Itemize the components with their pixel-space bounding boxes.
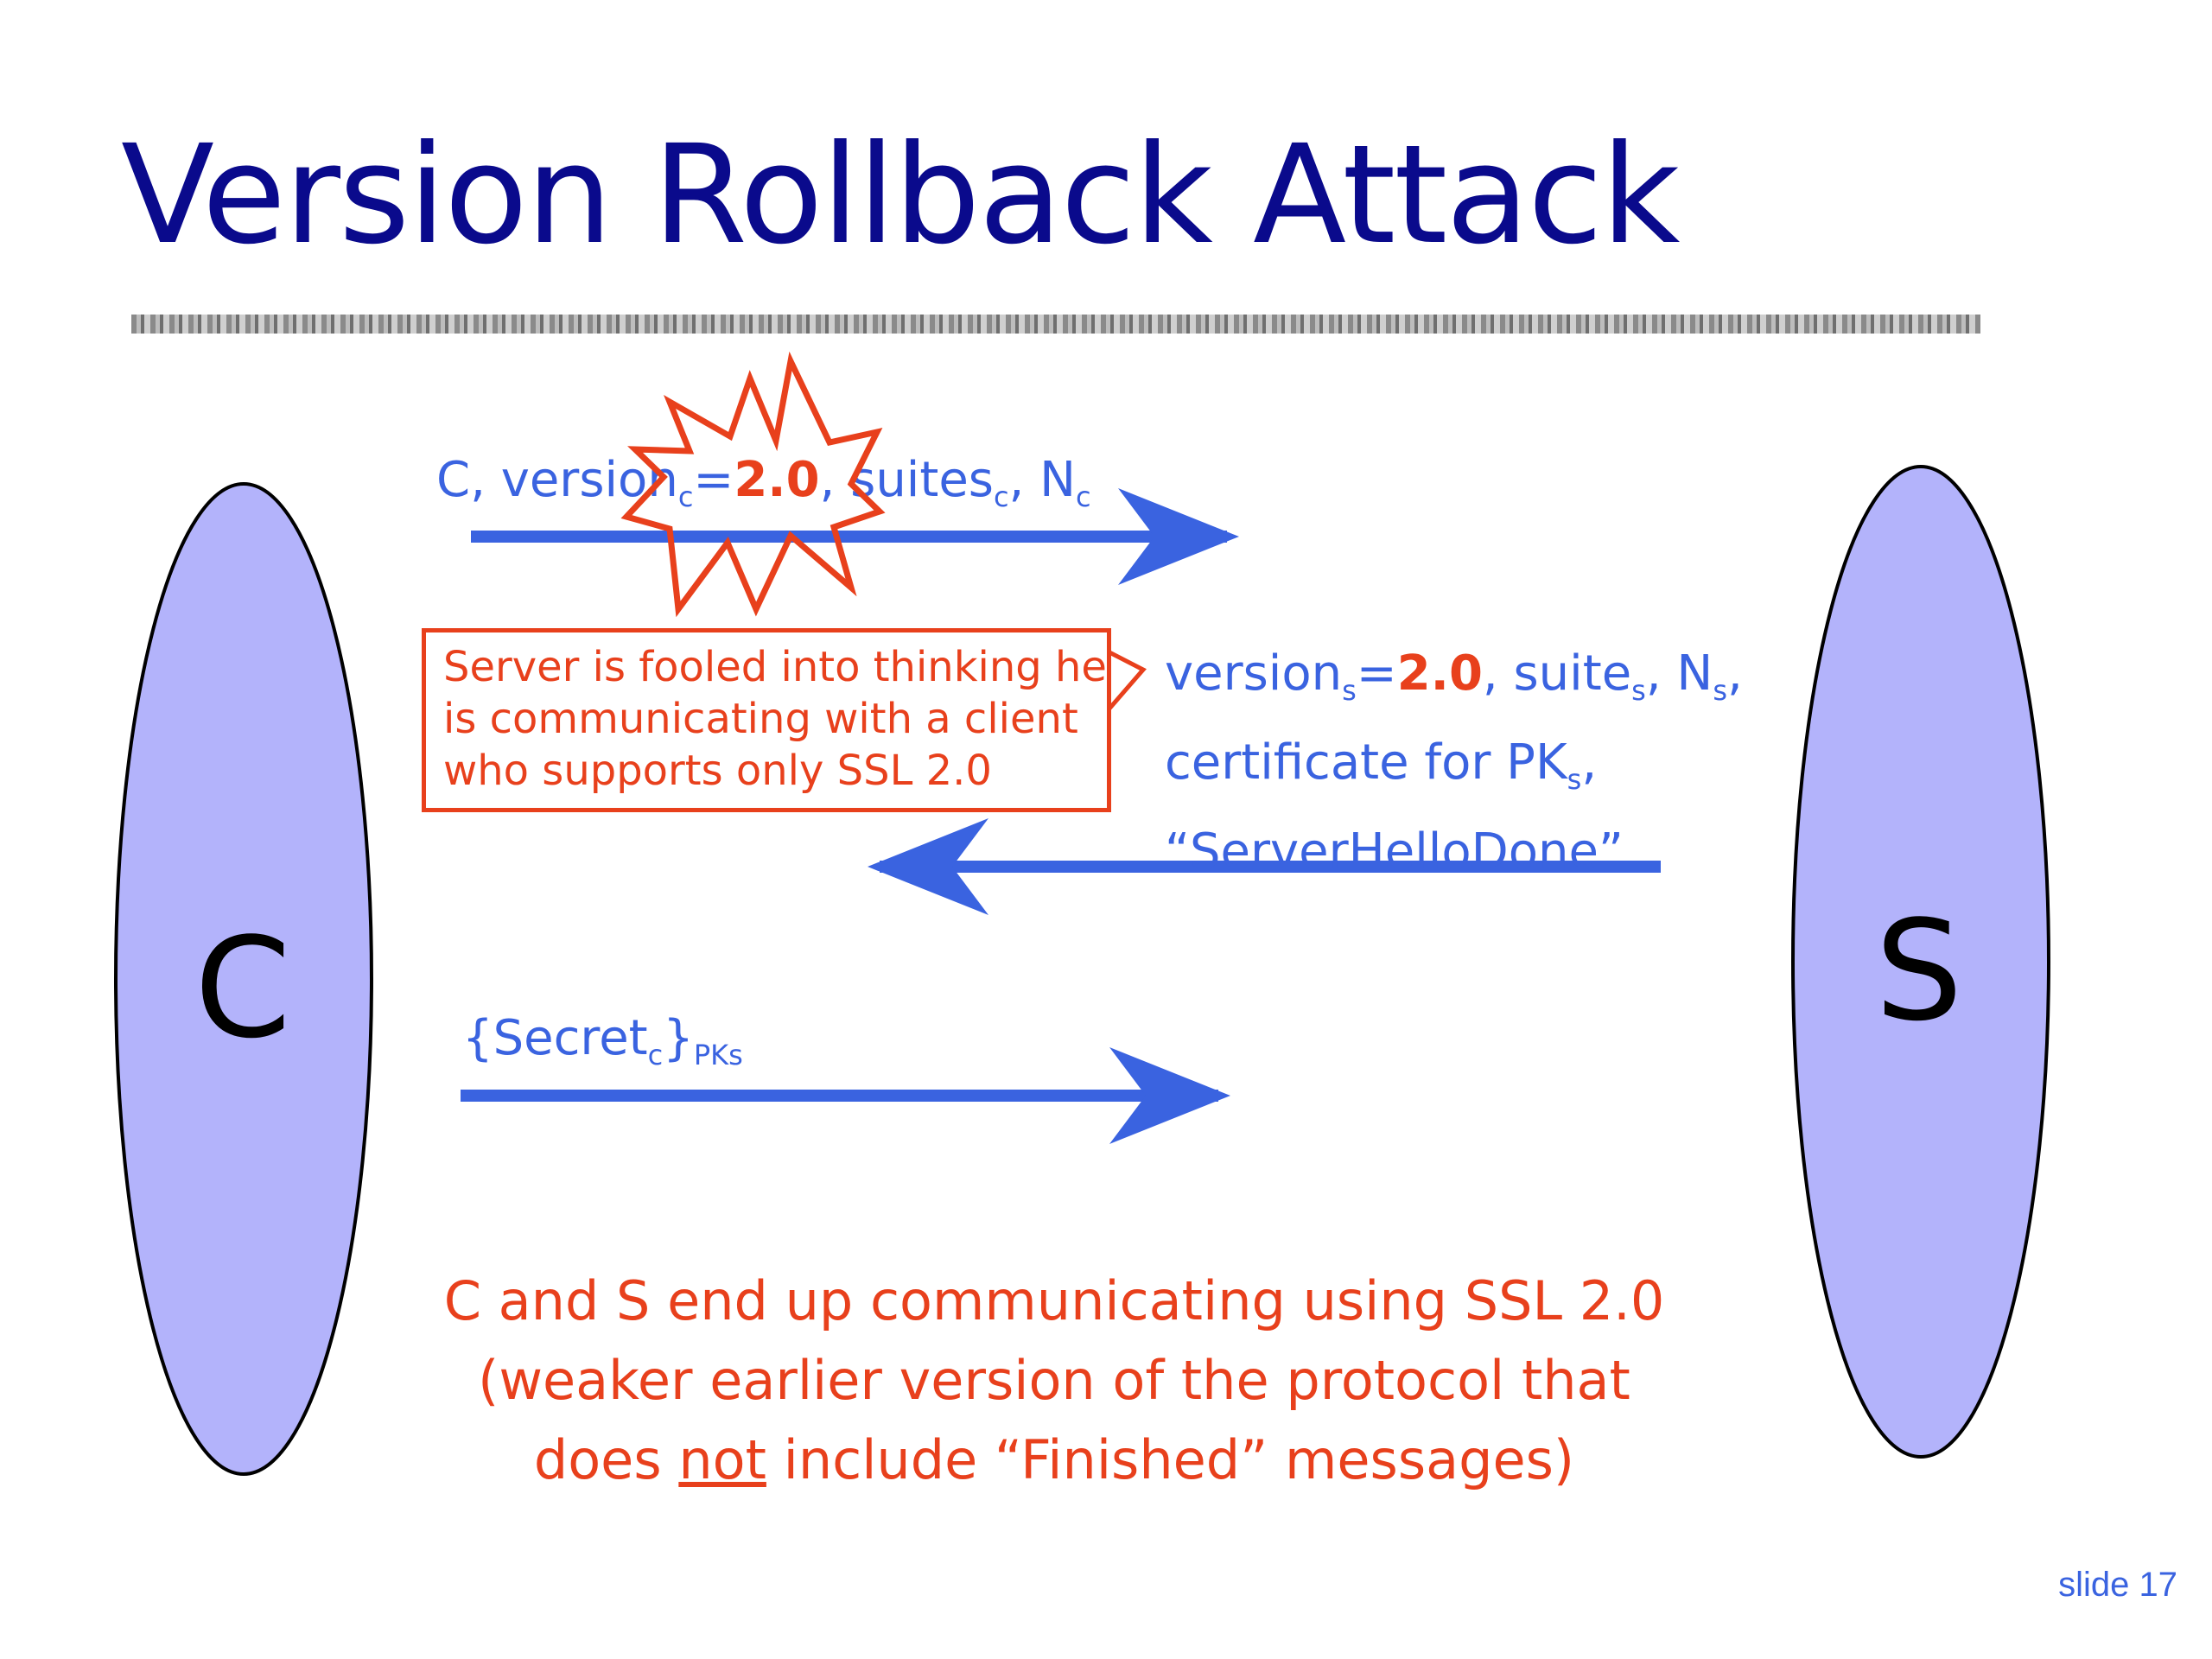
message1-eq: = (693, 452, 734, 508)
message2-line2-end: , (1581, 734, 1598, 791)
message3-close: } (663, 1010, 694, 1066)
message2-version-value: 2.0 (1396, 645, 1483, 702)
message2-label: versions=2.0, suites, Ns, certificate fo… (1165, 638, 1743, 888)
message2-line1-end: , (1727, 645, 1743, 702)
conclusion-not-emphasis: not (678, 1428, 766, 1491)
message1-prefix-sub: c (677, 480, 694, 513)
message1-version-value: 2.0 (734, 452, 820, 508)
message1-label: C, versionc=2.0, suitesc, Nc (436, 451, 1091, 513)
client-ellipse (114, 482, 373, 1476)
conclusion-line-3: does not include “Finished” messages) (397, 1421, 1711, 1500)
conclusion-line-3-post: include “Finished” messages) (766, 1428, 1575, 1491)
message1-suites: suites (850, 452, 994, 508)
conclusion-line-3-pre: does (533, 1428, 679, 1491)
message3-secret-sub: c (647, 1039, 664, 1071)
conclusion-text: C and S end up communicating using SSL 2… (397, 1262, 1711, 1500)
message2-certificate: certificate for PK (1165, 734, 1567, 791)
client-label: C (194, 907, 291, 1069)
message2-eq: = (1356, 645, 1397, 702)
callout-text: Server is fooled into thinking he is com… (443, 641, 1107, 797)
message2-nonce-sub: s (1713, 674, 1727, 707)
message2-line2: certificate for PKs, (1165, 727, 1743, 816)
conclusion-line-1: C and S end up communicating using SSL 2… (443, 1269, 1665, 1332)
callout-line-2: is communicating with a client (443, 695, 1078, 743)
callout-pointer (1108, 650, 1147, 710)
callout-box (422, 628, 1111, 812)
message2-suite: , suite (1482, 645, 1632, 702)
slide-number: slide 17 (2058, 1566, 2177, 1604)
conclusion-line-2: (weaker earlier version of the protocol … (478, 1349, 1630, 1412)
message2-line3: “ServerHelloDone” (1165, 823, 1624, 880)
explosion-starburst-icon (620, 351, 886, 618)
message2-version-sub: s (1342, 674, 1357, 707)
server-label: S (1875, 890, 1963, 1052)
message3-open: {Secret (462, 1010, 648, 1066)
message2-line1: versions=2.0, suites, Ns, (1165, 638, 1743, 727)
slide-title: Version Rollback Attack (121, 116, 1680, 275)
message1-suites-sub: c (993, 480, 1009, 513)
message1-nonce-sub: c (1076, 480, 1091, 513)
message1-nonce: , N (1008, 452, 1077, 508)
server-ellipse (1791, 465, 2050, 1459)
message2-version: version (1165, 645, 1343, 702)
message2-nonce: , N (1645, 645, 1713, 702)
message3-label: {Secretc}PKs (462, 1009, 743, 1071)
title-divider (131, 315, 1980, 334)
message3-key-sub: PKs (693, 1039, 743, 1071)
message1-prefix: C, version (436, 452, 678, 508)
callout-line-3: who supports only SSL 2.0 (443, 747, 992, 795)
callout-line-1: Server is fooled into thinking he (443, 643, 1107, 691)
message1-sep: , (819, 452, 851, 508)
message2-certificate-sub: s (1567, 763, 1582, 796)
message2-suite-sub: s (1631, 674, 1646, 707)
